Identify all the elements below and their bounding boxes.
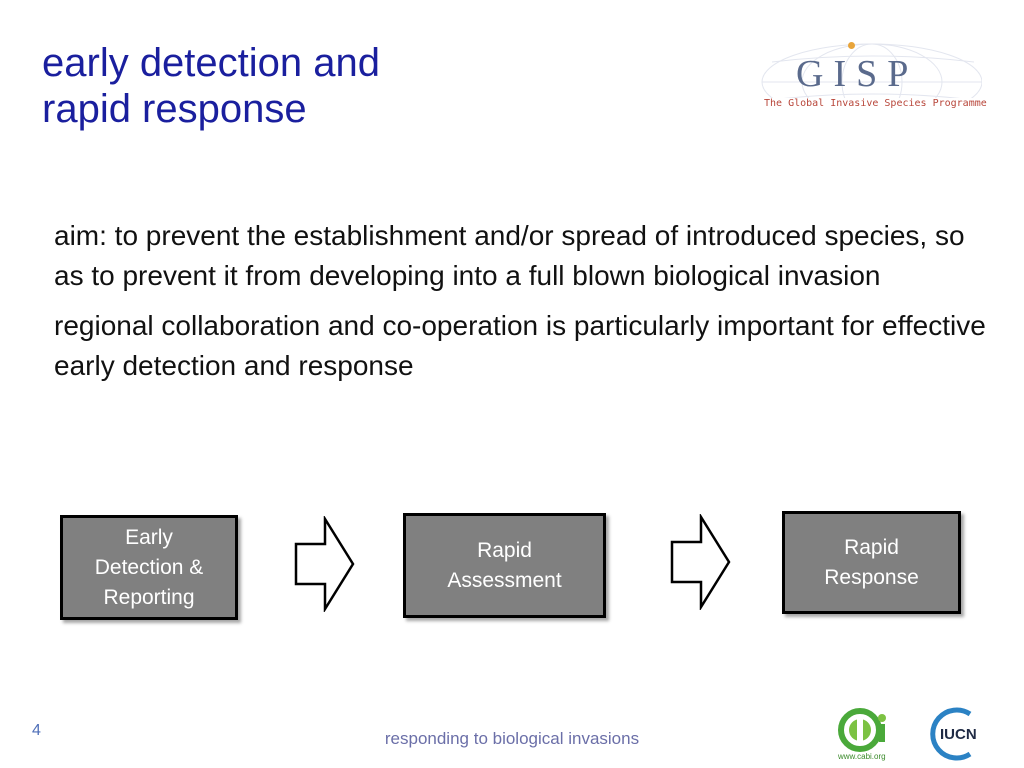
gisp-logo: GISP The Global Invasive Species Program… <box>752 42 987 120</box>
gisp-subtitle: The Global Invasive Species Programme <box>764 98 987 109</box>
footer-text: responding to biological invasions <box>384 729 640 748</box>
flow-step-rapid-assessment: Rapid Assessment <box>403 513 606 618</box>
flow-step-label: Assessment <box>447 568 562 592</box>
flow-step-label: Rapid <box>477 538 532 562</box>
cabi-url: www.cabi.org <box>837 752 886 761</box>
gisp-wordmark: GISP <box>796 53 919 95</box>
title-line-2: rapid response <box>42 87 307 131</box>
globe-icon <box>761 43 982 98</box>
flow-step-label: Response <box>824 565 919 589</box>
cabi-logo: www.cabi.org <box>837 708 886 761</box>
iucn-wordmark: IUCN <box>940 726 977 743</box>
gisp-dot-icon <box>848 42 855 49</box>
iucn-logo: IUCN <box>930 707 977 761</box>
flow-step-label: Detection & <box>94 555 204 579</box>
flow-step-rapid-response: Rapid Response <box>782 511 961 614</box>
flow-step-label: Early <box>125 525 173 549</box>
page-number: 4 <box>32 722 41 739</box>
flow-step-label: Rapid <box>844 535 899 559</box>
right-arrow-icon <box>670 514 731 610</box>
right-arrow-icon <box>294 516 355 612</box>
flow-step-early-detection: Early Detection & Reporting <box>60 515 238 620</box>
flow-step-label: Reporting <box>103 585 195 609</box>
title-line-1: early detection and <box>42 41 381 85</box>
slide-title: early detection and rapid response <box>42 40 642 132</box>
collaboration-paragraph: regional collaboration and co-operation … <box>54 310 986 381</box>
body-content: aim: to prevent the establishment and/or… <box>54 216 999 396</box>
aim-paragraph: aim: to prevent the establishment and/or… <box>54 220 965 291</box>
